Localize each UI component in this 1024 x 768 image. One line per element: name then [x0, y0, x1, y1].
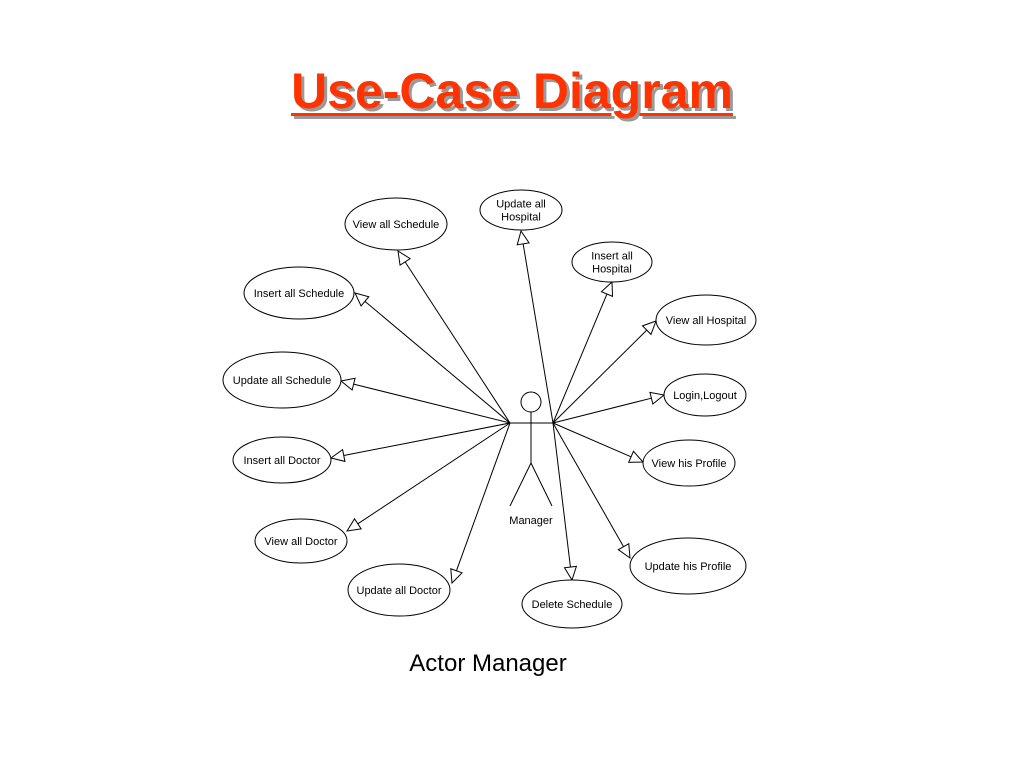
use-case-update-all-schedule: Update all Schedule	[222, 351, 342, 409]
actor-left-leg	[509, 462, 532, 507]
association-insert-all-doctor	[343, 422, 511, 456]
arrowhead-view-all-hospital	[641, 320, 657, 336]
diagram-caption: Actor Manager	[409, 650, 567, 677]
use-case-view-all-doctor: View all Doctor	[254, 518, 348, 564]
association-delete-schedule	[552, 422, 571, 568]
use-case-label: Login,Logout	[673, 390, 737, 402]
use-case-ellipse	[629, 537, 747, 595]
association-view-all-schedule	[404, 261, 511, 424]
actor-name: Manager	[509, 515, 553, 527]
association-update-all-schedule	[353, 383, 511, 424]
use-case-ellipse	[344, 197, 448, 251]
use-case-ellipse	[347, 563, 451, 617]
use-case-delete-schedule: Delete Schedule	[521, 579, 623, 629]
use-case-label: Update all	[496, 199, 546, 211]
use-case-view-his-profile: View his Profile	[642, 439, 736, 487]
use-case-insert-all-doctor: Insert all Doctor	[232, 436, 332, 484]
association-update-his-profile	[552, 422, 624, 547]
use-case-ellipse	[663, 373, 747, 417]
use-case-label: Update his Profile	[645, 561, 732, 573]
use-case-label: View all Doctor	[264, 536, 337, 548]
use-case-label: Insert all Doctor	[243, 455, 320, 467]
arrowhead-insert-all-doctor	[329, 448, 346, 463]
use-case-ellipse	[222, 351, 342, 409]
use-case-ellipse	[655, 294, 757, 346]
use-case-label: Update all Schedule	[233, 375, 331, 387]
use-case-update-his-profile: Update his Profile	[629, 537, 747, 595]
arrowhead-view-all-schedule	[397, 250, 412, 267]
use-case-update-all-doctor: Update all Doctor	[347, 563, 451, 617]
association-view-all-hospital	[552, 329, 648, 424]
association-view-his-profile	[552, 422, 632, 458]
actor-right-leg	[530, 462, 553, 507]
actor-head	[520, 391, 542, 413]
use-case-label: Insert all	[591, 251, 633, 263]
arrowhead-view-his-profile	[627, 450, 645, 463]
use-case-label: View all Schedule	[353, 219, 440, 231]
use-case-ellipse	[254, 518, 348, 564]
arrowhead-insert-all-schedule	[354, 292, 370, 307]
association-insert-all-hospital	[552, 293, 608, 424]
page-title: Use-Case Diagram	[291, 63, 733, 119]
use-case-label: Insert all Schedule	[254, 288, 345, 300]
use-case-ellipse	[642, 439, 736, 487]
use-case-label: View his Profile	[652, 458, 727, 470]
arrowhead-view-all-doctor	[346, 517, 362, 532]
arrowhead-update-all-hospital	[516, 229, 530, 246]
association-view-all-doctor	[357, 422, 511, 525]
use-case-view-all-schedule: View all Schedule	[344, 197, 448, 251]
use-case-label: Delete Schedule	[532, 599, 613, 611]
use-case-label: Hospital	[501, 212, 541, 224]
association-login-logout	[552, 397, 652, 424]
arrowhead-update-all-doctor	[450, 567, 463, 585]
use-case-label: Update all Doctor	[357, 585, 442, 597]
arrowhead-insert-all-hospital	[600, 280, 614, 298]
association-insert-all-schedule	[364, 300, 511, 424]
arrowhead-login-logout	[649, 391, 666, 405]
arrowhead-update-his-profile	[617, 542, 631, 560]
use-case-insert-all-schedule: Insert all Schedule	[243, 266, 355, 320]
use-case-ellipse	[479, 189, 563, 231]
use-case-ellipse	[521, 579, 623, 629]
arrowhead-update-all-schedule	[339, 377, 356, 391]
use-case-label: View all Hospital	[666, 315, 747, 327]
use-case-view-all-hospital: View all Hospital	[655, 294, 757, 346]
use-case-ellipse	[243, 266, 355, 320]
use-case-ellipse	[232, 436, 332, 484]
use-case-ellipse	[571, 241, 653, 283]
association-update-all-doctor	[455, 422, 511, 571]
association-update-all-hospital	[522, 243, 554, 424]
use-case-login-logout: Login,Logout	[663, 373, 747, 417]
actor-stick-figure	[509, 391, 553, 507]
arrowhead-delete-schedule	[563, 565, 578, 582]
association-lines	[329, 229, 666, 585]
use-case-label: Hospital	[592, 264, 632, 276]
